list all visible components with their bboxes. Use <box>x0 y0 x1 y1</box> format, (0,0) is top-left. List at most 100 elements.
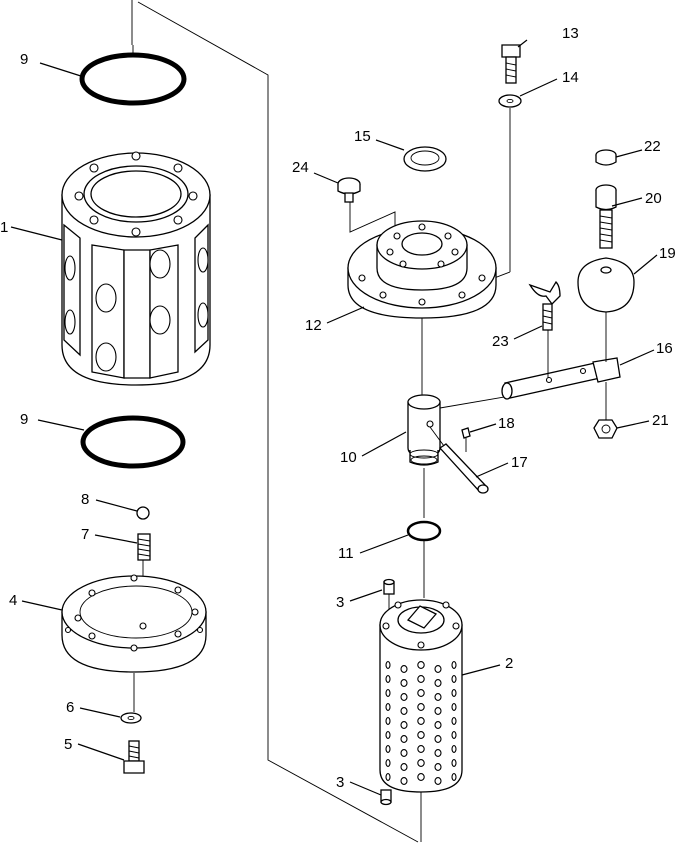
assembly-guide-line <box>131 0 419 843</box>
callout-labels: 1 2 3 3 4 5 6 7 8 9 9 10 11 12 13 14 15 … <box>0 25 676 791</box>
strainer-hole <box>417 731 425 739</box>
strainer-hole <box>400 777 408 785</box>
callout-15: 15 <box>354 128 371 145</box>
strainer-hole <box>400 665 408 673</box>
strainer-hole <box>417 717 425 725</box>
strainer-hole <box>417 759 425 767</box>
spring <box>137 533 151 561</box>
strainer-hole <box>385 773 391 781</box>
strainer-hole <box>434 721 442 729</box>
washer-14 <box>498 94 522 108</box>
strainer-hole <box>385 661 391 669</box>
callout-10: 10 <box>340 449 357 466</box>
strainer-hole <box>451 731 457 739</box>
strainer-hole <box>434 693 442 701</box>
check-ball <box>136 506 150 520</box>
strainer-hole <box>434 777 442 785</box>
o-ring-11 <box>406 520 442 542</box>
strainer-hole <box>451 661 457 669</box>
strainer-hole <box>434 665 442 673</box>
strainer-hole <box>385 675 391 683</box>
callout-6: 6 <box>66 699 74 716</box>
lever-arm <box>501 357 621 400</box>
callout-1: 1 <box>0 219 8 236</box>
callout-22: 22 <box>644 138 661 155</box>
callout-17: 17 <box>511 454 528 471</box>
callout-8: 8 <box>81 491 89 508</box>
mounting-flange <box>347 220 497 319</box>
strainer-hole <box>434 749 442 757</box>
callout-7: 7 <box>81 526 89 543</box>
strainer-hole <box>417 661 425 669</box>
valve-spool <box>407 394 441 466</box>
strainer-hole <box>385 689 391 697</box>
strainer-hole <box>434 735 442 743</box>
strainer-hole <box>434 763 442 771</box>
strainer-hole <box>451 745 457 753</box>
callout-12: 12 <box>305 317 322 334</box>
callout-23: 23 <box>492 333 509 350</box>
pin-18 <box>461 427 471 439</box>
strainer-hole <box>385 717 391 725</box>
strainer-hole <box>451 675 457 683</box>
nut-21 <box>593 419 618 439</box>
strainer-hole <box>417 773 425 781</box>
strainer-hole <box>400 721 408 729</box>
washer-6 <box>120 712 142 724</box>
strainer-hole <box>400 749 408 757</box>
strainer-hole <box>400 707 408 715</box>
strainer-hole <box>385 759 391 767</box>
callout-21: 21 <box>652 412 669 429</box>
callout-9-top: 9 <box>20 51 28 68</box>
bolt-13 <box>501 44 521 84</box>
strainer-hole <box>417 675 425 683</box>
plug-24 <box>337 177 361 203</box>
leader-lines <box>10 39 658 796</box>
wing-bolt <box>528 280 561 331</box>
callout-9-lower: 9 <box>20 411 28 428</box>
knob-19 <box>577 257 635 313</box>
pin-17 <box>439 443 489 494</box>
adjusting-screw <box>595 184 617 249</box>
strainer-holes <box>385 661 457 785</box>
housing-body <box>61 151 211 386</box>
callout-13: 13 <box>562 25 579 42</box>
strainer-hole <box>451 703 457 711</box>
plug-3-upper <box>383 578 395 595</box>
strainer-hole <box>400 763 408 771</box>
cap-22 <box>595 149 617 166</box>
callout-24: 24 <box>292 159 309 176</box>
strainer-hole <box>385 731 391 739</box>
bolt-5 <box>123 740 145 774</box>
callout-11: 11 <box>338 545 354 562</box>
callout-18: 18 <box>498 415 515 432</box>
strainer-hole <box>400 693 408 701</box>
strainer-hole <box>385 745 391 753</box>
strainer-hole <box>417 689 425 697</box>
strainer-hole <box>417 703 425 711</box>
callout-4: 4 <box>9 592 17 609</box>
strainer-hole <box>385 703 391 711</box>
strainer-hole <box>434 707 442 715</box>
o-ring-lower <box>80 415 186 469</box>
strainer-hole <box>451 773 457 781</box>
strainer-hole <box>400 735 408 743</box>
strainer-hole <box>451 689 457 697</box>
strainer-hole <box>434 679 442 687</box>
plug-3-lower <box>380 789 392 806</box>
strainer-hole <box>400 679 408 687</box>
strainer-hole <box>451 717 457 725</box>
callout-3-lower: 3 <box>336 774 344 791</box>
strainer-element <box>379 599 463 793</box>
end-cover <box>61 574 207 673</box>
callout-3-upper: 3 <box>336 594 344 611</box>
callout-2: 2 <box>505 655 513 672</box>
strainer-hole <box>417 745 425 753</box>
strainer-hole <box>451 759 457 767</box>
callout-16: 16 <box>656 340 673 357</box>
o-ring-top <box>79 52 187 106</box>
callout-5: 5 <box>64 736 72 753</box>
callout-20: 20 <box>645 190 662 207</box>
callout-14: 14 <box>562 69 579 86</box>
